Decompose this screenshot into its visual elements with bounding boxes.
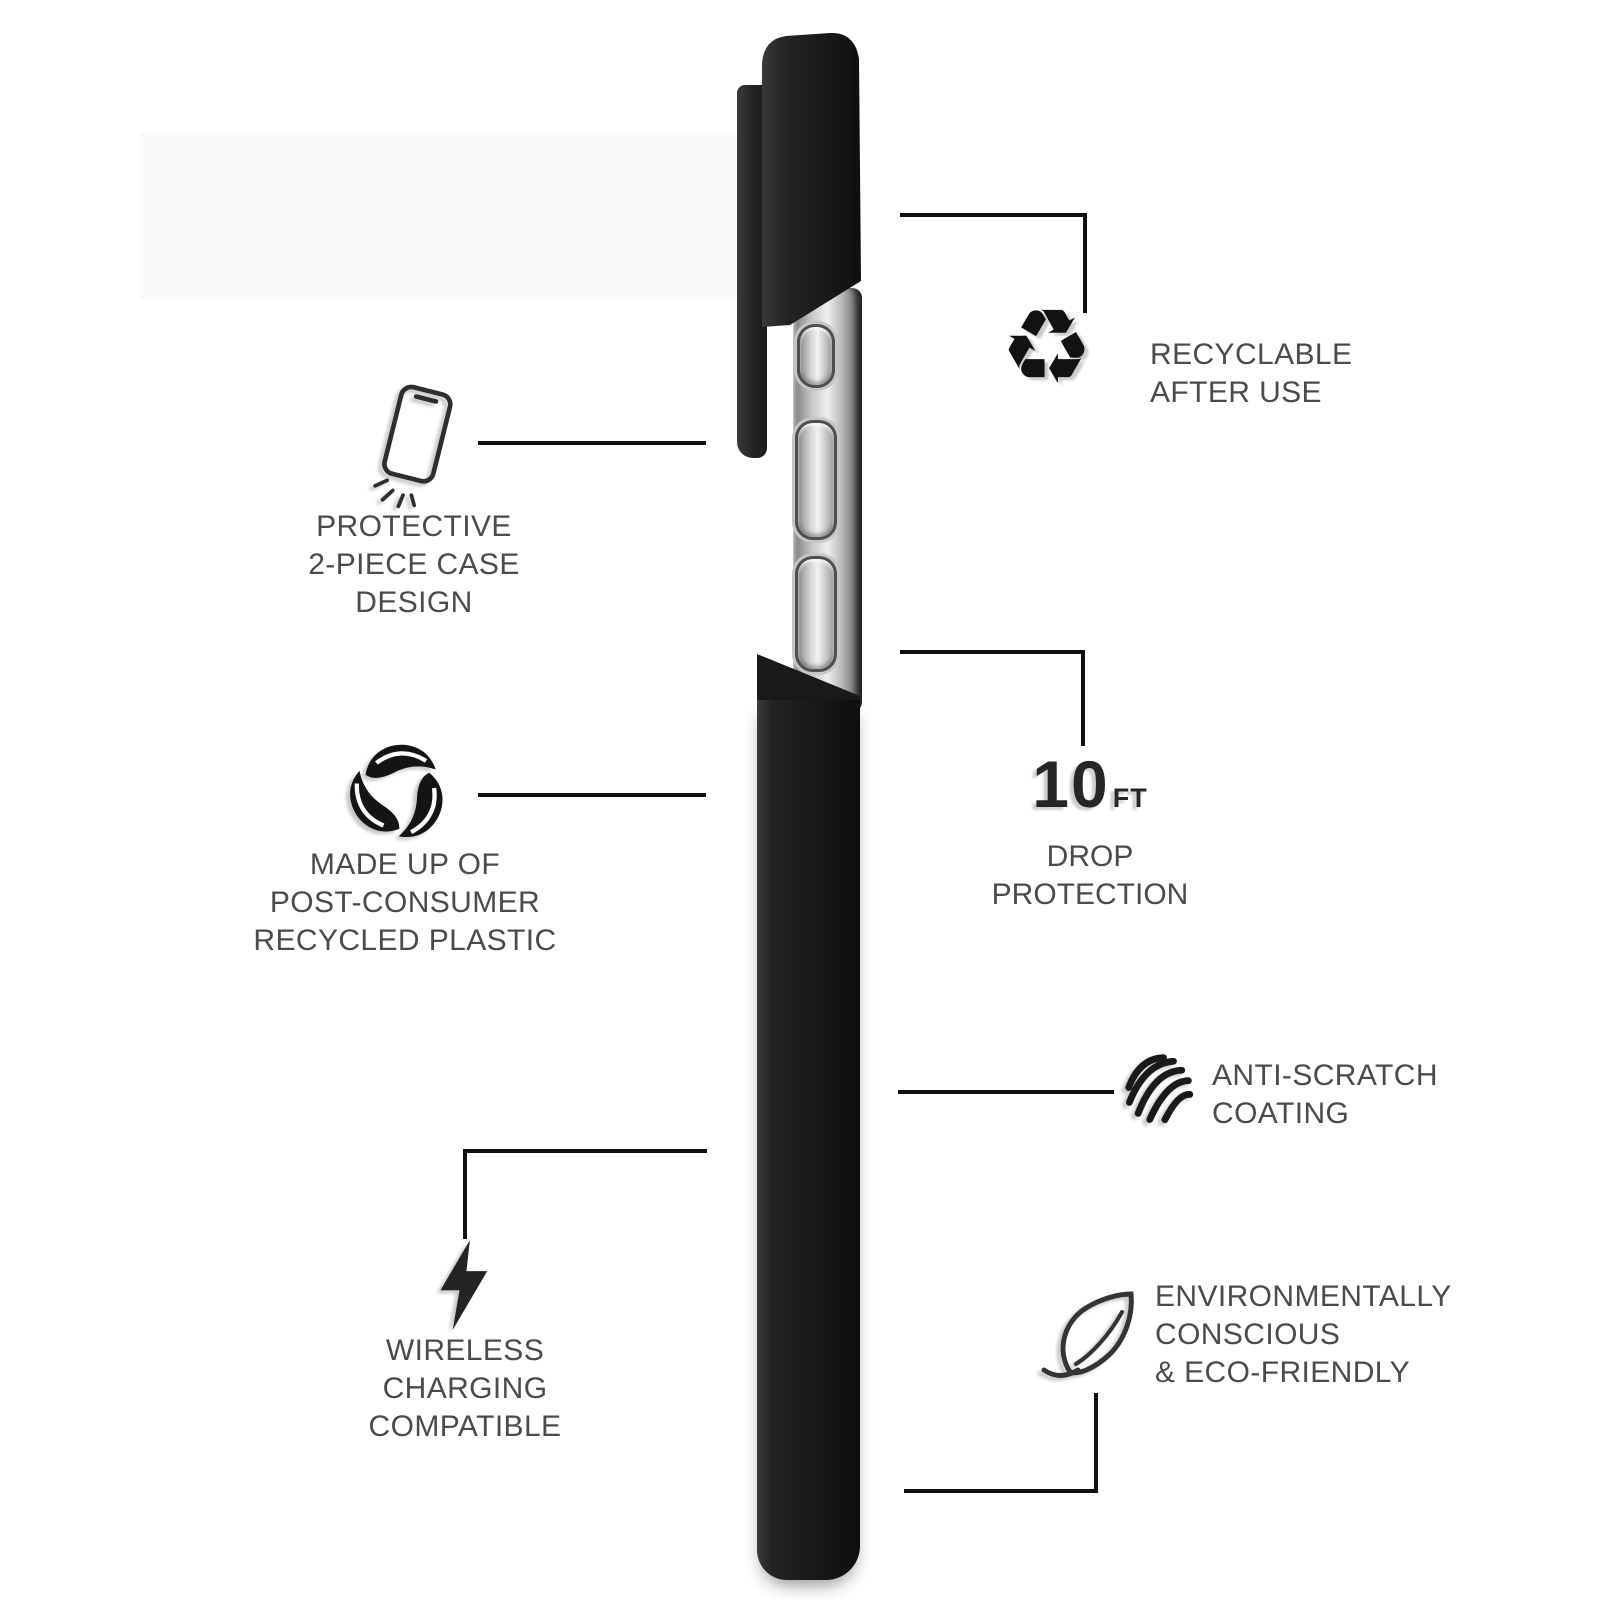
feature-recycled-line2: POST-CONSUMER bbox=[269, 886, 541, 919]
lightning-bolt-icon bbox=[440, 1240, 488, 1330]
feature-recyclable: RECYCLABLE AFTER USE bbox=[1150, 336, 1352, 412]
case-bottom-piece bbox=[757, 700, 860, 1580]
feature-wireless-line1: WIRELESS bbox=[385, 1334, 545, 1367]
volume-up-button bbox=[795, 420, 837, 540]
volume-down-button bbox=[795, 556, 837, 672]
feature-eco-line2: CONSCIOUS bbox=[1155, 1318, 1341, 1351]
case-top-piece bbox=[762, 32, 861, 327]
feature-protective-line3: DESIGN bbox=[355, 586, 473, 619]
drop-unit: FT bbox=[1112, 783, 1148, 813]
feature-recycled-line3: RECYCLED PLASTIC bbox=[253, 924, 557, 957]
feature-scratch-line2: COATING bbox=[1212, 1097, 1350, 1130]
feature-recycled-line1: MADE UP OF bbox=[309, 848, 501, 881]
feature-wireless-line3: COMPATIBLE bbox=[368, 1410, 562, 1443]
mute-switch-button bbox=[797, 324, 835, 388]
feature-eco-line1: ENVIRONMENTALLY bbox=[1155, 1280, 1452, 1313]
feature-recyclable-line1: RECYCLABLE bbox=[1150, 338, 1353, 371]
callout-line-recyclable-h bbox=[900, 213, 1087, 217]
feature-wireless-line2: CHARGING bbox=[382, 1372, 548, 1405]
feature-wireless: WIRELESS CHARGING COMPATIBLE bbox=[300, 1332, 630, 1446]
feature-scratch: ANTI-SCRATCH COATING bbox=[1212, 1057, 1438, 1133]
callout-line-drop-h bbox=[900, 650, 1085, 654]
callout-line-scratch bbox=[898, 1090, 1114, 1094]
recycle-arrows-icon: ♻ bbox=[1000, 290, 1094, 406]
feature-recycled: MADE UP OF POST-CONSUMER RECYCLED PLASTI… bbox=[225, 846, 585, 960]
feature-eco-line3: & ECO-FRIENDLY bbox=[1155, 1356, 1411, 1389]
feature-protective: PROTECTIVE 2-PIECE CASE DESIGN bbox=[254, 508, 574, 622]
background-tint bbox=[140, 132, 740, 300]
recycled-leaves-icon bbox=[344, 736, 452, 844]
feature-eco: ENVIRONMENTALLY CONSCIOUS & ECO-FRIENDLY bbox=[1155, 1278, 1452, 1392]
feature-protective-line1: PROTECTIVE bbox=[316, 510, 512, 543]
leaf-icon bbox=[1041, 1291, 1134, 1378]
callout-line-wireless-v bbox=[463, 1149, 467, 1239]
feature-drop-line2: PROTECTION bbox=[991, 878, 1189, 911]
callout-line-recycled bbox=[478, 793, 706, 797]
feature-recyclable-line2: AFTER USE bbox=[1150, 376, 1322, 409]
callout-line-drop-v bbox=[1081, 650, 1085, 746]
callout-line-eco-h bbox=[904, 1489, 1098, 1493]
callout-line-wireless-h bbox=[463, 1149, 707, 1153]
callout-line-eco-v bbox=[1094, 1393, 1098, 1493]
phone-impact-icon bbox=[373, 384, 453, 509]
scribble-icon bbox=[1125, 1054, 1194, 1124]
callout-line-protective bbox=[478, 441, 706, 445]
drop-value: 10 bbox=[1032, 747, 1110, 821]
feature-scratch-line1: ANTI-SCRATCH bbox=[1212, 1059, 1438, 1092]
feature-drop-line1: DROP bbox=[1046, 840, 1134, 873]
feature-protective-line2: 2-PIECE CASE bbox=[308, 548, 520, 581]
callout-line-recyclable-v bbox=[1083, 213, 1087, 313]
